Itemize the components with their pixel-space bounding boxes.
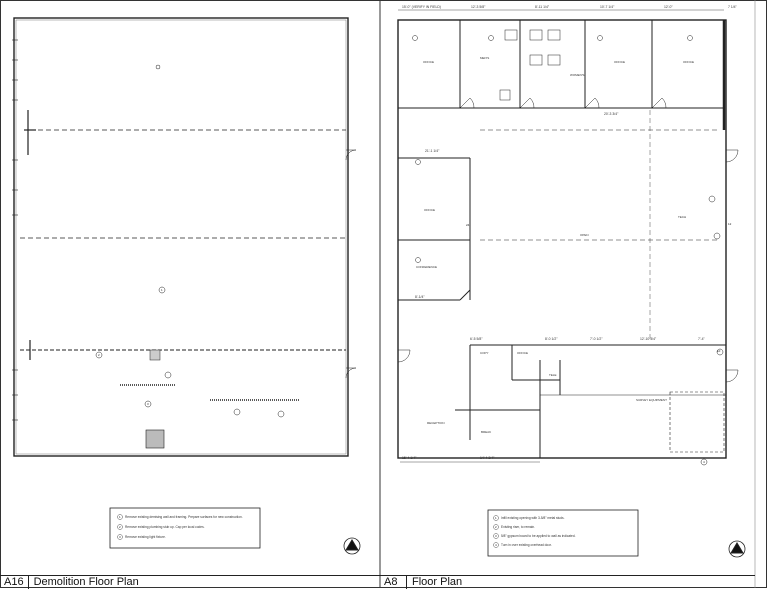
demo-note-3-text: Remove existing light fixture. xyxy=(125,535,166,539)
tag-2: 2 xyxy=(98,353,100,357)
tag-3: 3 xyxy=(147,402,149,406)
dim-top-5: 12'-0" xyxy=(664,5,673,9)
room-open: OPEN xyxy=(580,233,589,237)
dim-row-2: 7'-0 1/2" xyxy=(590,337,603,341)
demo-note-2-num: 2 xyxy=(119,525,121,529)
demolition-title-block: A16 Demolition Floor Plan xyxy=(0,575,380,589)
demo-note-1-text: Remove existing demising wall and framin… xyxy=(125,515,243,519)
tag-1: 1 xyxy=(161,288,163,292)
room-womens: WOMEN'S xyxy=(570,73,584,77)
room-survey: SURVEY EQUIPMENT xyxy=(636,398,667,402)
dim-row-1: 8'-0 1/2" xyxy=(545,337,558,341)
tag-10: 10 xyxy=(717,349,721,353)
demolition-plan xyxy=(12,17,361,555)
plan-note-2-num: 2 xyxy=(495,525,497,529)
dim-top-3: 8'-11 1/4" xyxy=(535,5,550,9)
dim-top-2: 12'-3 5/8" xyxy=(471,5,486,9)
sheet-title-floor-plan: Floor Plan xyxy=(412,576,463,588)
plan-note-3-num: 3 xyxy=(495,534,497,538)
demo-note-1-num: 1 xyxy=(119,515,121,519)
room-mens: MEN'S xyxy=(480,56,489,60)
room-break: BREAK xyxy=(481,430,491,434)
dim-top-6: 7 1/4" xyxy=(728,5,738,9)
demo-note-2-text: Remove existing plumbing stub up. Cap pe… xyxy=(125,525,205,529)
sheet-title-demolition: Demolition Floor Plan xyxy=(33,576,139,588)
plan-note-4-num: 4 xyxy=(495,543,497,547)
demolition-notes-box xyxy=(109,507,261,549)
dim-bottom-2: 14'-4 3/4" xyxy=(480,456,495,460)
room-tele: TELE xyxy=(549,373,557,377)
dim-mid-2: 21'-1 1/4" xyxy=(425,149,440,153)
floor-plan-dimensions: 15'-0" (VERIFY IN FIELD) 12'-3 5/8" 8'-1… xyxy=(402,5,738,460)
dim-row-4: 7'-4" xyxy=(698,337,706,341)
room-office-4: OFFICE xyxy=(424,208,435,212)
plan-note-4-text: Turn in over existing overhead door. xyxy=(501,543,552,547)
dim-row-3: 12'-10 3/4" xyxy=(640,337,657,341)
sheet-code-a16: A16 xyxy=(0,576,29,589)
demolition-notes: 1 Remove existing demising wall and fram… xyxy=(117,514,243,540)
floor-plan-notes-box xyxy=(487,509,639,557)
tag-12: 12 xyxy=(728,222,732,226)
plan-note-1-text: Infill existing opening with 3-5/8" meta… xyxy=(501,516,565,520)
plan-note-1-num: 1 xyxy=(495,516,497,520)
tag-4: 4 xyxy=(703,460,705,464)
room-office-1: OFFICE xyxy=(423,60,434,64)
room-reception: RECEPTION xyxy=(427,421,445,425)
dim-left-1: 8'-1/4" xyxy=(415,295,425,299)
room-tech: TECH xyxy=(678,215,686,219)
floor-plan-room-labels: OFFICE MEN'S WOMEN'S OFFICE OFFICE OFFIC… xyxy=(416,56,694,434)
dim-row-5: 6'-5 5/8" xyxy=(470,337,483,341)
dim-bottom-1: 15'-4 1/4" xyxy=(402,456,417,460)
demo-note-3-num: 3 xyxy=(119,535,121,539)
floor-plan-notes: 1 Infill existing opening with 3-5/8" me… xyxy=(493,515,576,548)
room-office-5: OFFICE xyxy=(517,351,528,355)
dim-top-1: 15'-0" (VERIFY IN FIELD) xyxy=(402,5,441,9)
tag-labels: 1 2 3 4 24 12 10 xyxy=(98,222,732,464)
dim-top-4: 10'-7 1/4" xyxy=(600,5,615,9)
floor-plan-title-block: A8 Floor Plan xyxy=(380,575,755,589)
room-conference: CONFERENCE xyxy=(416,265,437,269)
dim-mid-1: 20'-3 3/4" xyxy=(604,112,619,116)
sheet-code-a8: A8 xyxy=(380,576,407,589)
plan-note-2-text: Existing riser, to remain. xyxy=(501,525,535,529)
floor-plan xyxy=(397,9,746,558)
plan-note-3-text: 5/8" gypsum board to be applied to wall … xyxy=(501,534,576,538)
room-office-3: OFFICE xyxy=(683,60,694,64)
room-office-2: OFFICE xyxy=(614,60,625,64)
room-copy: COPY xyxy=(480,351,489,355)
tag-24: 24 xyxy=(466,223,470,227)
